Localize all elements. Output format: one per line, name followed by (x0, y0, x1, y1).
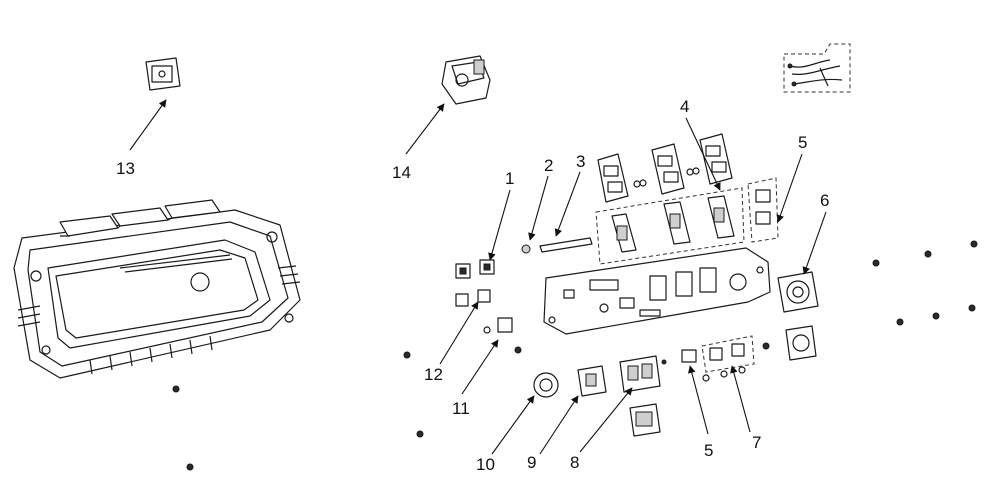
leader-7 (730, 365, 751, 433)
wiring-harness (783, 43, 851, 93)
callout-5-upper: 5 (798, 133, 807, 152)
leader-12 (439, 301, 479, 365)
part-11-component (483, 317, 522, 354)
duplex-outlet-3 (699, 133, 733, 185)
leader-5a (776, 153, 803, 223)
leader-9 (539, 395, 579, 455)
leader-1 (488, 189, 511, 261)
callout-13: 13 (116, 159, 135, 178)
callout-7: 7 (752, 433, 761, 452)
receptacle-lower (785, 325, 817, 361)
part-8-double-breaker (619, 355, 661, 393)
leader-8 (579, 387, 633, 453)
part-1-switches (455, 259, 495, 279)
part-12-switches (455, 289, 491, 307)
callout-numbers: 1 2 3 4 5 5 6 7 8 9 10 11 12 13 14 (116, 97, 829, 474)
part-9-breaker (577, 365, 607, 397)
leader-2 (528, 175, 549, 241)
leader-13 (129, 99, 167, 151)
leader-11 (461, 339, 499, 395)
callout-11: 11 (452, 399, 470, 418)
part-10-connector (533, 372, 559, 398)
duplex-outlet-1 (597, 153, 629, 203)
part-6-twist-lock (777, 271, 819, 313)
part-5-lower (661, 349, 697, 365)
leader-4 (685, 117, 721, 191)
part-13-module (145, 57, 181, 91)
screw-group-right (872, 240, 978, 326)
leader-lines (129, 99, 827, 455)
panel-housing (13, 199, 301, 379)
callout-9: 9 (527, 453, 536, 472)
callout-8: 8 (570, 453, 579, 472)
leader-10 (491, 395, 535, 455)
callout-14: 14 (392, 163, 411, 182)
part-7-group (701, 335, 770, 382)
rocker-switch (629, 403, 661, 437)
screw-group-left (172, 351, 424, 471)
callout-3: 3 (576, 152, 585, 171)
leader-6 (802, 211, 827, 275)
callout-1: 1 (505, 169, 514, 188)
part-2-plug (521, 244, 531, 254)
callout-6: 6 (820, 191, 829, 210)
leader-14 (405, 103, 445, 155)
part-14-bracket (441, 55, 491, 105)
leader-3 (554, 171, 581, 237)
callout-12: 12 (424, 365, 443, 384)
callout-4: 4 (680, 97, 689, 116)
leader-5b (688, 365, 709, 435)
duplex-outlet-2 (651, 143, 685, 195)
small-washers-top (633, 167, 700, 188)
part-3-bar (539, 237, 593, 253)
callout-5-lower: 5 (704, 441, 713, 460)
faceplate (543, 247, 771, 335)
part-5-upper-group (747, 177, 779, 243)
part-4-receptacle-group (595, 187, 745, 265)
callout-2: 2 (544, 156, 553, 175)
callout-10: 10 (476, 455, 495, 474)
